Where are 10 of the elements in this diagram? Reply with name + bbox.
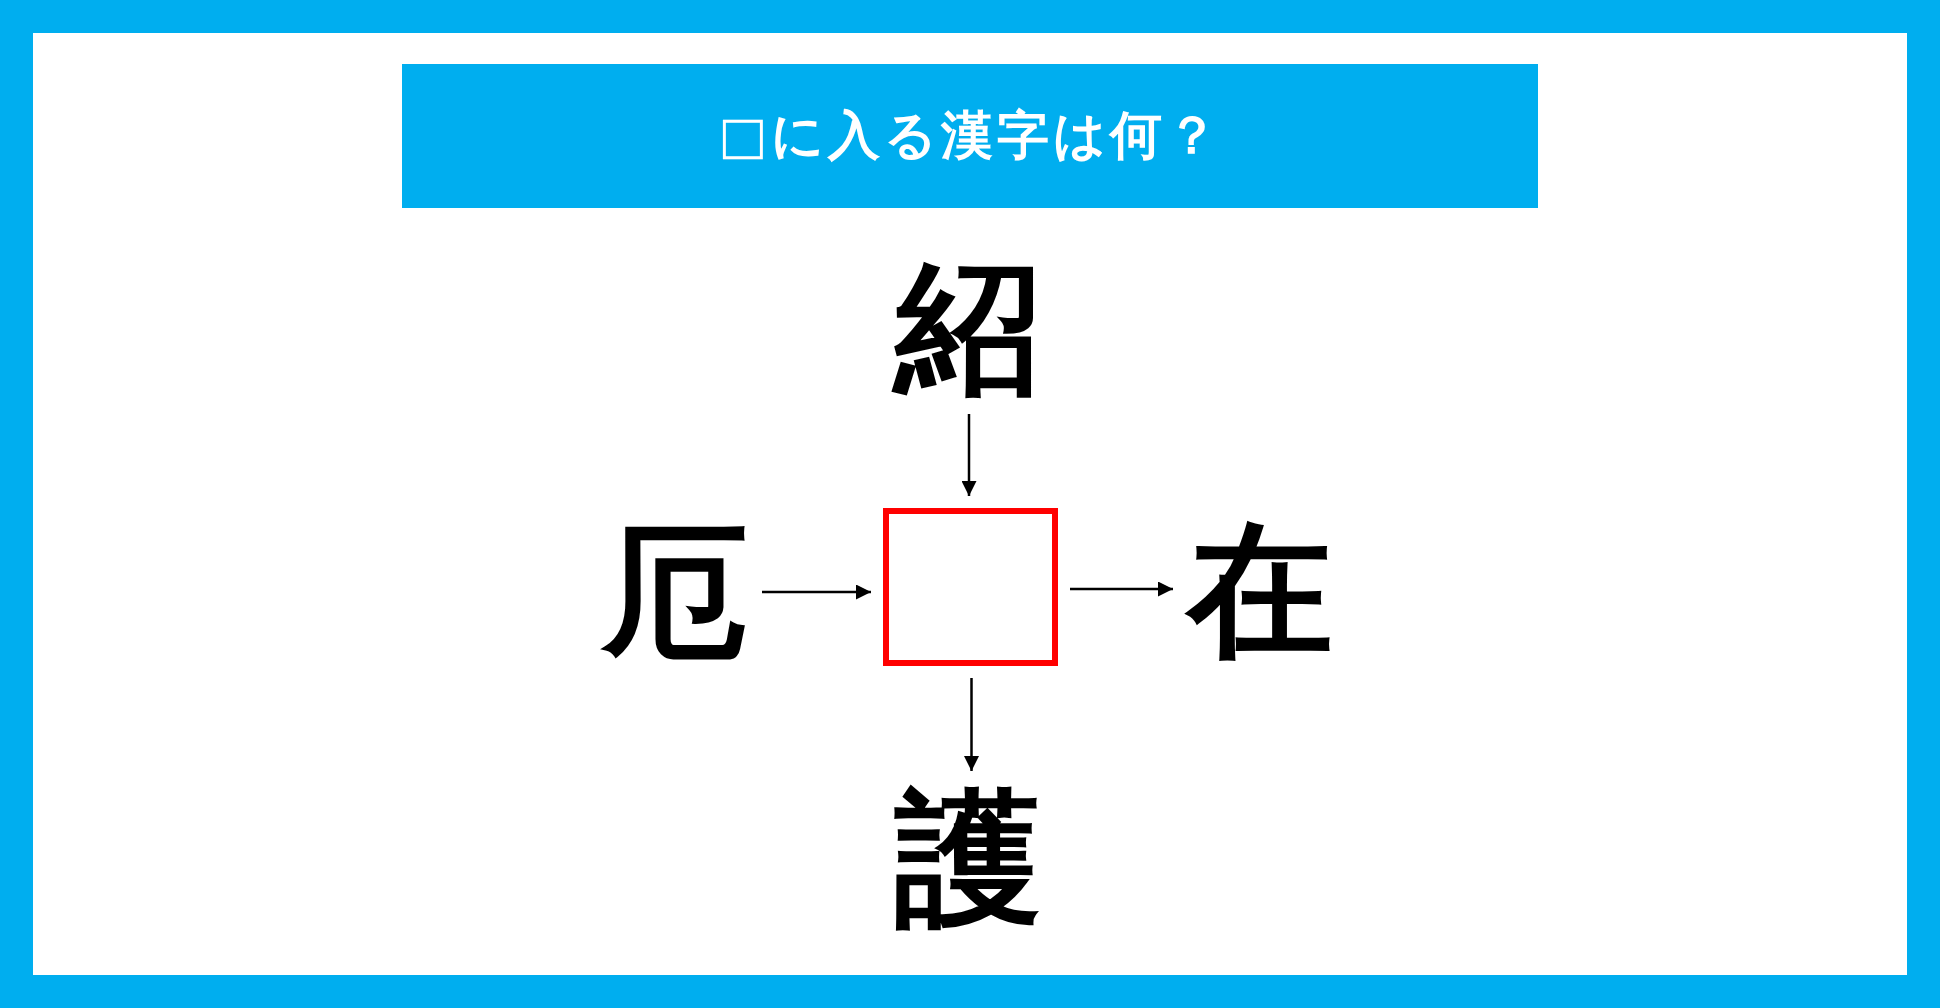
answer-box <box>883 508 1058 666</box>
arrow <box>964 678 979 771</box>
kanji-character: 紹 <box>893 252 1043 402</box>
kanji-character: 護 <box>893 783 1043 933</box>
kanji-character: 在 <box>1185 515 1335 665</box>
arrow <box>1070 581 1173 597</box>
title-banner: □に入る漢字は何？ <box>402 64 1538 208</box>
arrow <box>961 414 977 496</box>
kanji-character: 厄 <box>600 515 750 665</box>
arrow <box>762 584 871 600</box>
